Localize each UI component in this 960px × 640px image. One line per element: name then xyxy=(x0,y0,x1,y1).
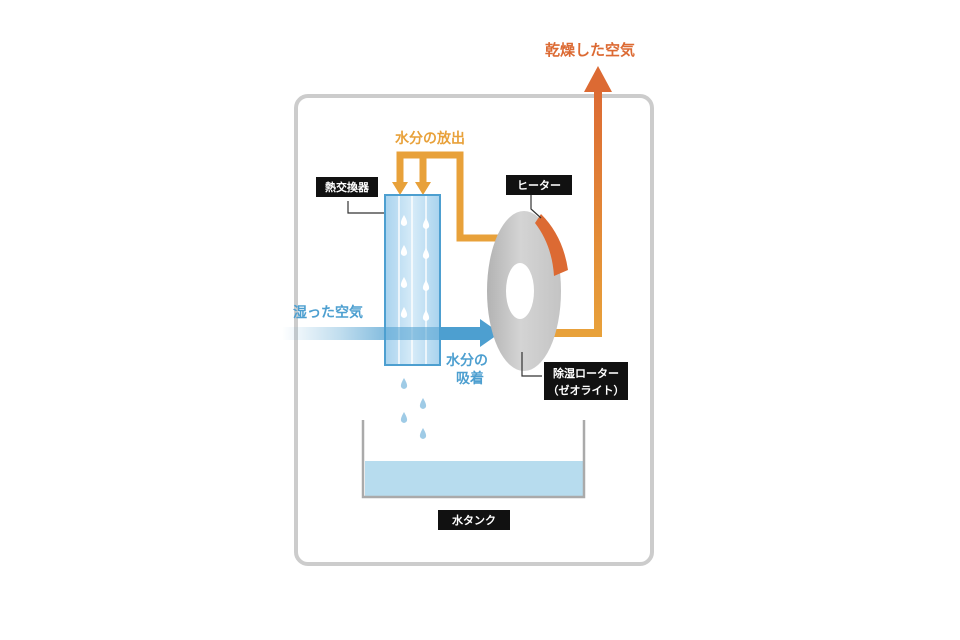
rotor-tag-text-1: 除湿ローター xyxy=(553,366,619,380)
humid-air-label: 湿った空気 xyxy=(293,304,363,321)
rotor-tag-text-2: （ゼオライト） xyxy=(548,383,625,397)
moisture-absorption-arrow xyxy=(385,319,500,347)
down-arrowhead xyxy=(392,182,408,195)
water-droplet-icon xyxy=(400,412,408,423)
moisture-release-label: 水分の放出 xyxy=(395,130,465,147)
water-droplets-inside xyxy=(400,215,430,321)
dehumidifying-rotor xyxy=(487,211,561,371)
water-droplet-icon xyxy=(400,307,408,318)
water-droplet-icon xyxy=(400,277,408,288)
water-droplet-icon xyxy=(422,218,430,229)
water-droplet-icon xyxy=(400,215,408,226)
water-droplet-icon xyxy=(419,398,427,409)
water-droplet-icon xyxy=(419,428,427,439)
leader-line xyxy=(530,192,542,219)
heat-exchanger-tag-text: 熱交換器 xyxy=(325,180,370,194)
falling-droplets xyxy=(400,378,427,439)
leader-line xyxy=(521,352,542,377)
heater-tag: ヒーター xyxy=(506,175,572,195)
heater-tag-text: ヒーター xyxy=(517,179,561,192)
moisture-release-path xyxy=(392,151,520,242)
water-droplet-icon xyxy=(400,245,408,256)
moisture-absorption-label-2: 吸着 xyxy=(456,370,484,387)
moisture-absorption-label-1: 水分の xyxy=(446,352,488,369)
up-arrowhead xyxy=(584,66,612,92)
water-tank-tag-text: 水タンク xyxy=(452,513,496,527)
dry-air-label: 乾燥した空気 xyxy=(545,41,635,59)
water-tank xyxy=(361,420,586,499)
water-droplet-icon xyxy=(422,280,430,291)
down-arrowhead xyxy=(415,182,431,195)
humid-air-flow xyxy=(282,327,387,340)
leader-line xyxy=(347,201,384,214)
dry-air-path xyxy=(552,66,612,337)
water-droplet-icon xyxy=(422,310,430,321)
water-droplet-icon xyxy=(400,378,408,389)
rotor-tag: 除湿ローター （ゼオライト） xyxy=(544,362,628,400)
water-droplet-icon xyxy=(422,248,430,259)
heater-element xyxy=(535,214,568,276)
heat-exchanger-tag: 熱交換器 xyxy=(316,177,378,197)
water-tank-tag: 水タンク xyxy=(438,510,510,530)
